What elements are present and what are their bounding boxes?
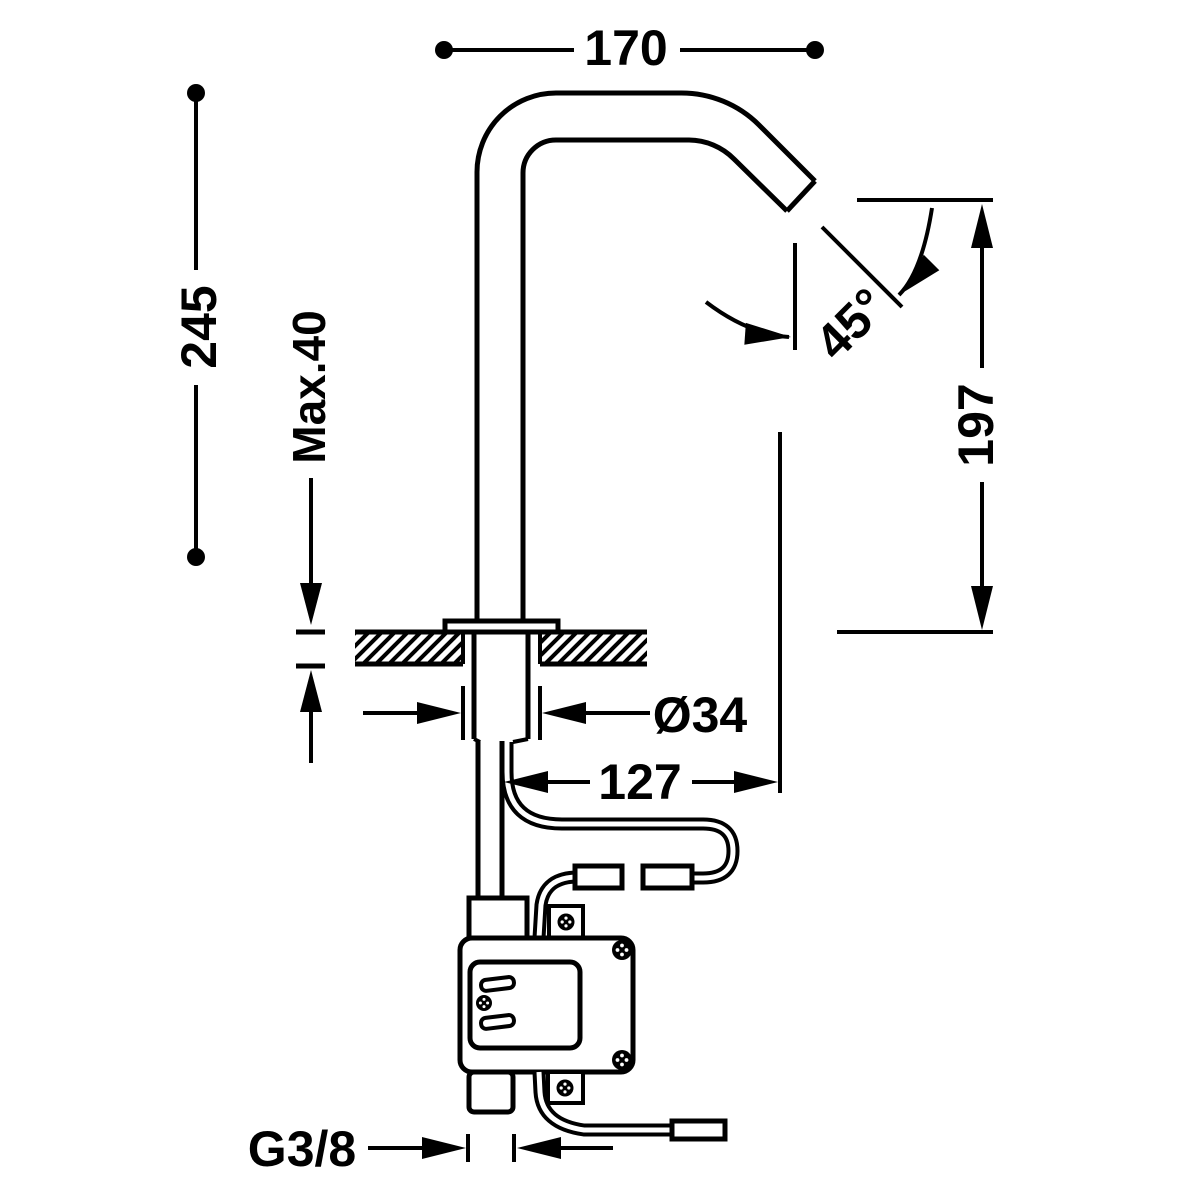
dim-deck-thickness: Max.40: [283, 310, 335, 763]
panel-vent-slot-bottom: [479, 1013, 516, 1031]
countertop-hatch-right: [540, 634, 647, 663]
box-bottom-fitting: [466, 1069, 516, 1115]
spout-outer-contour: [474, 90, 817, 621]
dim-label-inlet-thread: G3/8: [248, 1121, 356, 1177]
screw-icon: [612, 940, 632, 960]
dim-dot: [187, 84, 205, 102]
control-box-cable: [532, 870, 579, 939]
dim-spout-angle: 45°: [704, 207, 940, 371]
arrow-right-icon: [422, 1137, 466, 1159]
panel-vent-slot-top: [479, 975, 516, 993]
dim-outlet-height: 197: [837, 198, 1004, 634]
sensor-cable-upper: [500, 742, 740, 885]
arrow-left-icon: [504, 771, 548, 793]
dim-label-hose-offset: 127: [598, 754, 681, 810]
screw-icon: [612, 1050, 632, 1070]
dim-total-height: 245: [171, 84, 227, 566]
mounting-flange: [442, 618, 561, 635]
arrow-down-icon: [971, 586, 993, 630]
arrow-up-icon: [300, 670, 322, 712]
arrow-left-icon: [542, 702, 586, 724]
dim-label-hole-diameter: Ø34: [653, 687, 748, 743]
screw-icon: [557, 913, 575, 931]
spout-inner-contour: [520, 137, 789, 621]
arrow-right-icon: [734, 771, 778, 793]
arrow-icon: [744, 322, 791, 345]
dim-label-outlet-height: 197: [948, 383, 1004, 466]
cable-connector-b: [572, 863, 625, 891]
countertop-hatch-left: [355, 634, 463, 663]
arrow-down-icon: [300, 583, 322, 625]
dim-dot: [435, 41, 453, 59]
dim-inlet-thread: G3/8: [248, 1121, 613, 1177]
arrow-left-icon: [517, 1137, 561, 1159]
box-top-fitting: [466, 895, 530, 941]
arrow-up-icon: [971, 204, 993, 248]
countertop-section: [355, 629, 647, 667]
arrow-right-icon: [417, 702, 461, 724]
screw-icon: [556, 1079, 574, 1097]
dim-hole-diameter: Ø34: [363, 686, 747, 743]
below-deck-assembly: [457, 632, 740, 1142]
cable-connector-c: [669, 1118, 728, 1142]
dim-dot: [806, 41, 824, 59]
angle-diagonal-ref: [820, 225, 904, 309]
dim-label-spout-angle: 45°: [804, 277, 897, 370]
spout-outlet-face: [785, 179, 817, 213]
dim-hose-offset: 127: [504, 432, 782, 810]
dim-label-spout-reach: 170: [584, 20, 667, 76]
dim-label-total-height: 245: [171, 285, 227, 368]
dim-label-deck-thickness: Max.40: [283, 310, 335, 463]
faucet-spout: [442, 90, 817, 635]
control-box-cable-lower: [532, 1071, 674, 1137]
shank-chamfer-right: [512, 737, 529, 744]
arrow-icon: [899, 254, 940, 295]
dim-dot: [187, 548, 205, 566]
screw-icon: [476, 995, 492, 1011]
dim-spout-reach: 170: [435, 20, 824, 76]
cable-connector-a: [640, 863, 695, 891]
